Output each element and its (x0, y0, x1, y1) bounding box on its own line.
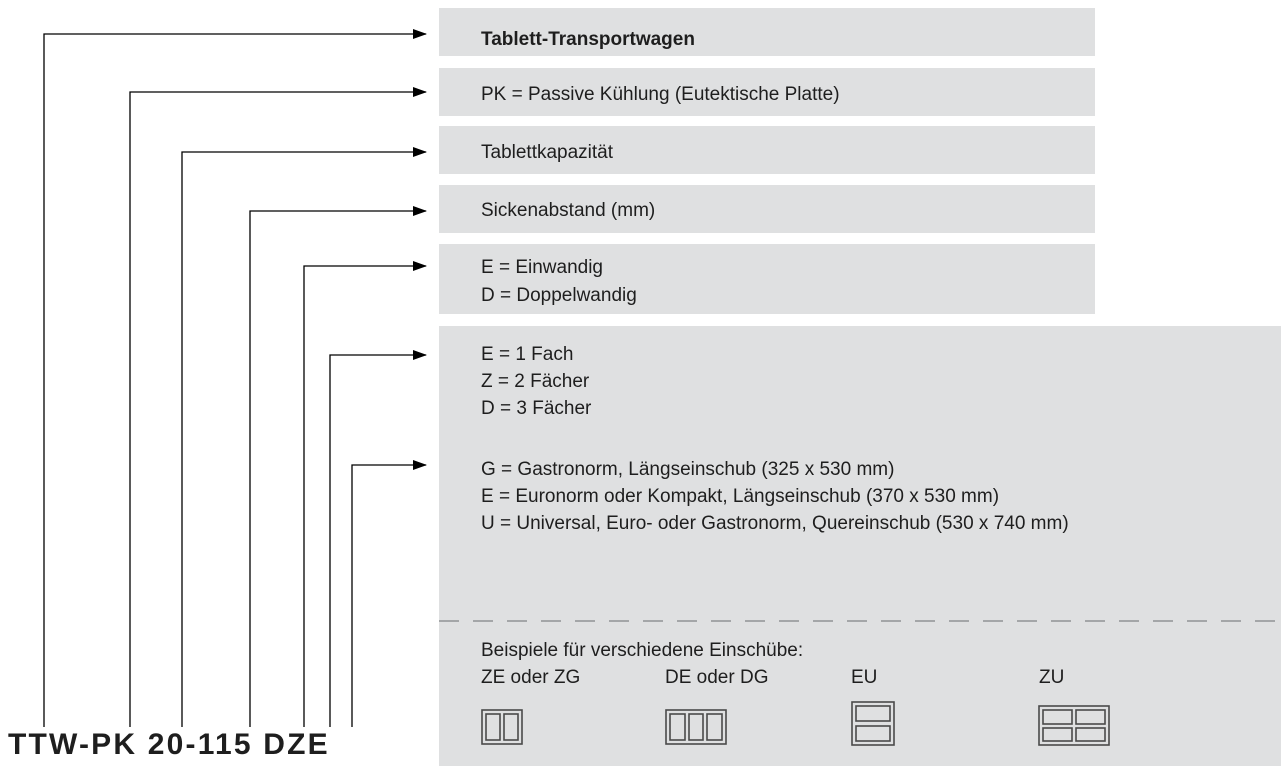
legend-insertion-line: U = Universal, Euro- oder Gastronorm, Qu… (481, 513, 1069, 534)
legend-walls-line: E = Einwandig (481, 257, 603, 278)
connector-capacity-arrow (181, 147, 427, 727)
legend-box-spacing (439, 185, 1095, 233)
legend-walls-line: D = Doppelwandig (481, 285, 637, 306)
example-label-de-dg: DE oder DG (665, 667, 769, 688)
legend-compartments-line: E = 1 Fach (481, 344, 574, 365)
legend-title: Tablett-Transportwagen (481, 29, 695, 50)
two-rows-icon (851, 701, 895, 746)
connector-walls-arrow (303, 261, 427, 727)
example-label-ze-zg: ZE oder ZG (481, 667, 581, 688)
connector-compartments-arrow (329, 350, 427, 727)
three-columns-icon (665, 709, 727, 745)
legend-box-compartments-insertion (439, 326, 1281, 766)
legend-insertion-line: G = Gastronorm, Längseinschub (325 x 530… (481, 459, 895, 480)
legend-compartments-line: D = 3 Fächer (481, 398, 592, 419)
legend-spacing: Sickenabstand (mm) (481, 200, 656, 221)
example-label-zu: ZU (1039, 667, 1065, 688)
legend-box-pk (439, 68, 1095, 116)
legend-box-capacity (439, 126, 1095, 174)
legend-box-walls (439, 244, 1095, 314)
connector-pk-arrow (129, 87, 427, 727)
legend-pk: PK = Passive Kühlung (Eutektische Platte… (481, 84, 840, 105)
connector-title-arrow (43, 29, 427, 727)
product-code: TTW-PK 20-115 DZE (8, 728, 330, 761)
legend-capacity: Tablettkapazität (481, 142, 614, 163)
example-label-eu: EU (851, 667, 878, 688)
legend-insertion-line: E = Euronorm oder Kompakt, Längseinschub… (481, 486, 1000, 507)
legend-compartments-line: Z = 2 Fächer (481, 371, 590, 392)
connector-spacing-arrow (249, 206, 427, 727)
legend-box-title (439, 8, 1095, 56)
connector-insertion-arrow (351, 460, 427, 727)
two-by-two-grid-icon (1038, 705, 1110, 746)
two-columns-icon (481, 709, 523, 745)
examples-heading: Beispiele für verschiedene Einschübe: (481, 640, 804, 661)
